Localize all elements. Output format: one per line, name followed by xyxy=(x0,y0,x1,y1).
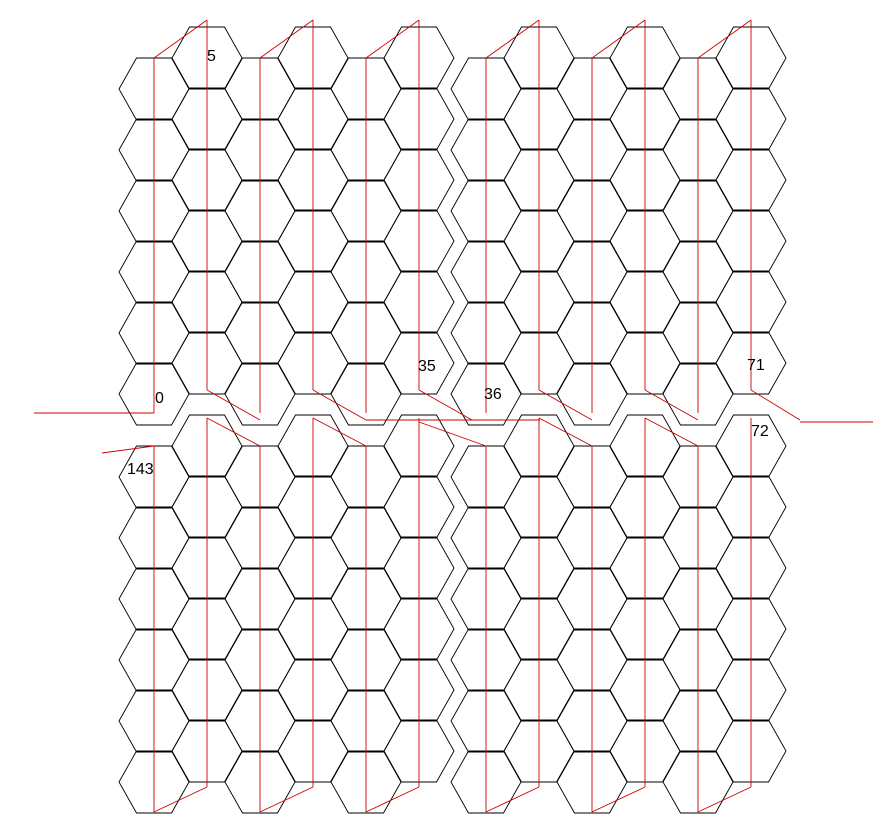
path-segment xyxy=(365,786,420,813)
label-index-71: 71 xyxy=(747,357,765,374)
path-lines xyxy=(34,19,873,813)
path-segment xyxy=(206,417,261,447)
path-segment xyxy=(750,389,801,421)
hex-cell xyxy=(383,719,455,783)
path-segment xyxy=(538,389,593,421)
hex-cell xyxy=(383,148,455,212)
path-segment xyxy=(697,19,752,59)
path-segment xyxy=(259,19,314,59)
hex-cell xyxy=(715,658,787,722)
label-index-36: 36 xyxy=(484,386,502,403)
hex-cell xyxy=(715,719,787,783)
hex-block-top-left xyxy=(118,26,455,426)
hex-cell xyxy=(383,414,455,478)
hex-cell xyxy=(383,658,455,722)
path-segment xyxy=(485,19,540,59)
path-segment xyxy=(418,389,473,421)
path-segment xyxy=(312,389,367,421)
label-index-35: 35 xyxy=(418,358,436,375)
label-index-5: 5 xyxy=(207,48,216,65)
hex-block-top-right xyxy=(450,26,787,426)
hex-cell xyxy=(715,536,787,600)
hex-cell xyxy=(715,87,787,151)
path-segment xyxy=(206,389,261,421)
hex-cell xyxy=(383,536,455,600)
hex-block-bottom-left xyxy=(118,414,455,814)
hex-cell xyxy=(383,331,455,395)
path-segment xyxy=(538,417,593,447)
hex-cell xyxy=(715,270,787,334)
path-segment xyxy=(644,389,699,421)
hex-cell xyxy=(383,26,455,90)
hex-cell xyxy=(383,475,455,539)
label-index-72: 72 xyxy=(751,423,769,440)
hex-cell xyxy=(715,209,787,273)
hex-cell xyxy=(715,26,787,90)
label-index-143: 143 xyxy=(127,461,154,478)
path-segment xyxy=(153,786,208,813)
hex-cell xyxy=(715,331,787,395)
hex-cell xyxy=(383,87,455,151)
hex-cell xyxy=(383,597,455,661)
path-segment xyxy=(101,445,155,454)
index-labels: 0 5 35 36 71 72 143 xyxy=(127,48,769,478)
hex-cell xyxy=(383,209,455,273)
hex-cell xyxy=(715,597,787,661)
hex-cells xyxy=(118,26,787,814)
hex-cell xyxy=(715,414,787,478)
path-segment xyxy=(365,19,420,59)
label-index-0: 0 xyxy=(155,390,164,407)
path-segment xyxy=(153,19,208,59)
path-segment xyxy=(697,786,752,813)
path-segment xyxy=(312,417,367,447)
path-segment xyxy=(418,421,487,447)
path-segment xyxy=(591,19,646,59)
path-segment xyxy=(591,786,646,813)
hex-cell xyxy=(715,148,787,212)
path-segment xyxy=(259,786,314,813)
path-segment xyxy=(485,786,540,813)
hex-cell xyxy=(715,475,787,539)
path-segment xyxy=(644,417,699,447)
hex-block-bottom-right xyxy=(450,414,787,814)
hex-cell xyxy=(383,270,455,334)
